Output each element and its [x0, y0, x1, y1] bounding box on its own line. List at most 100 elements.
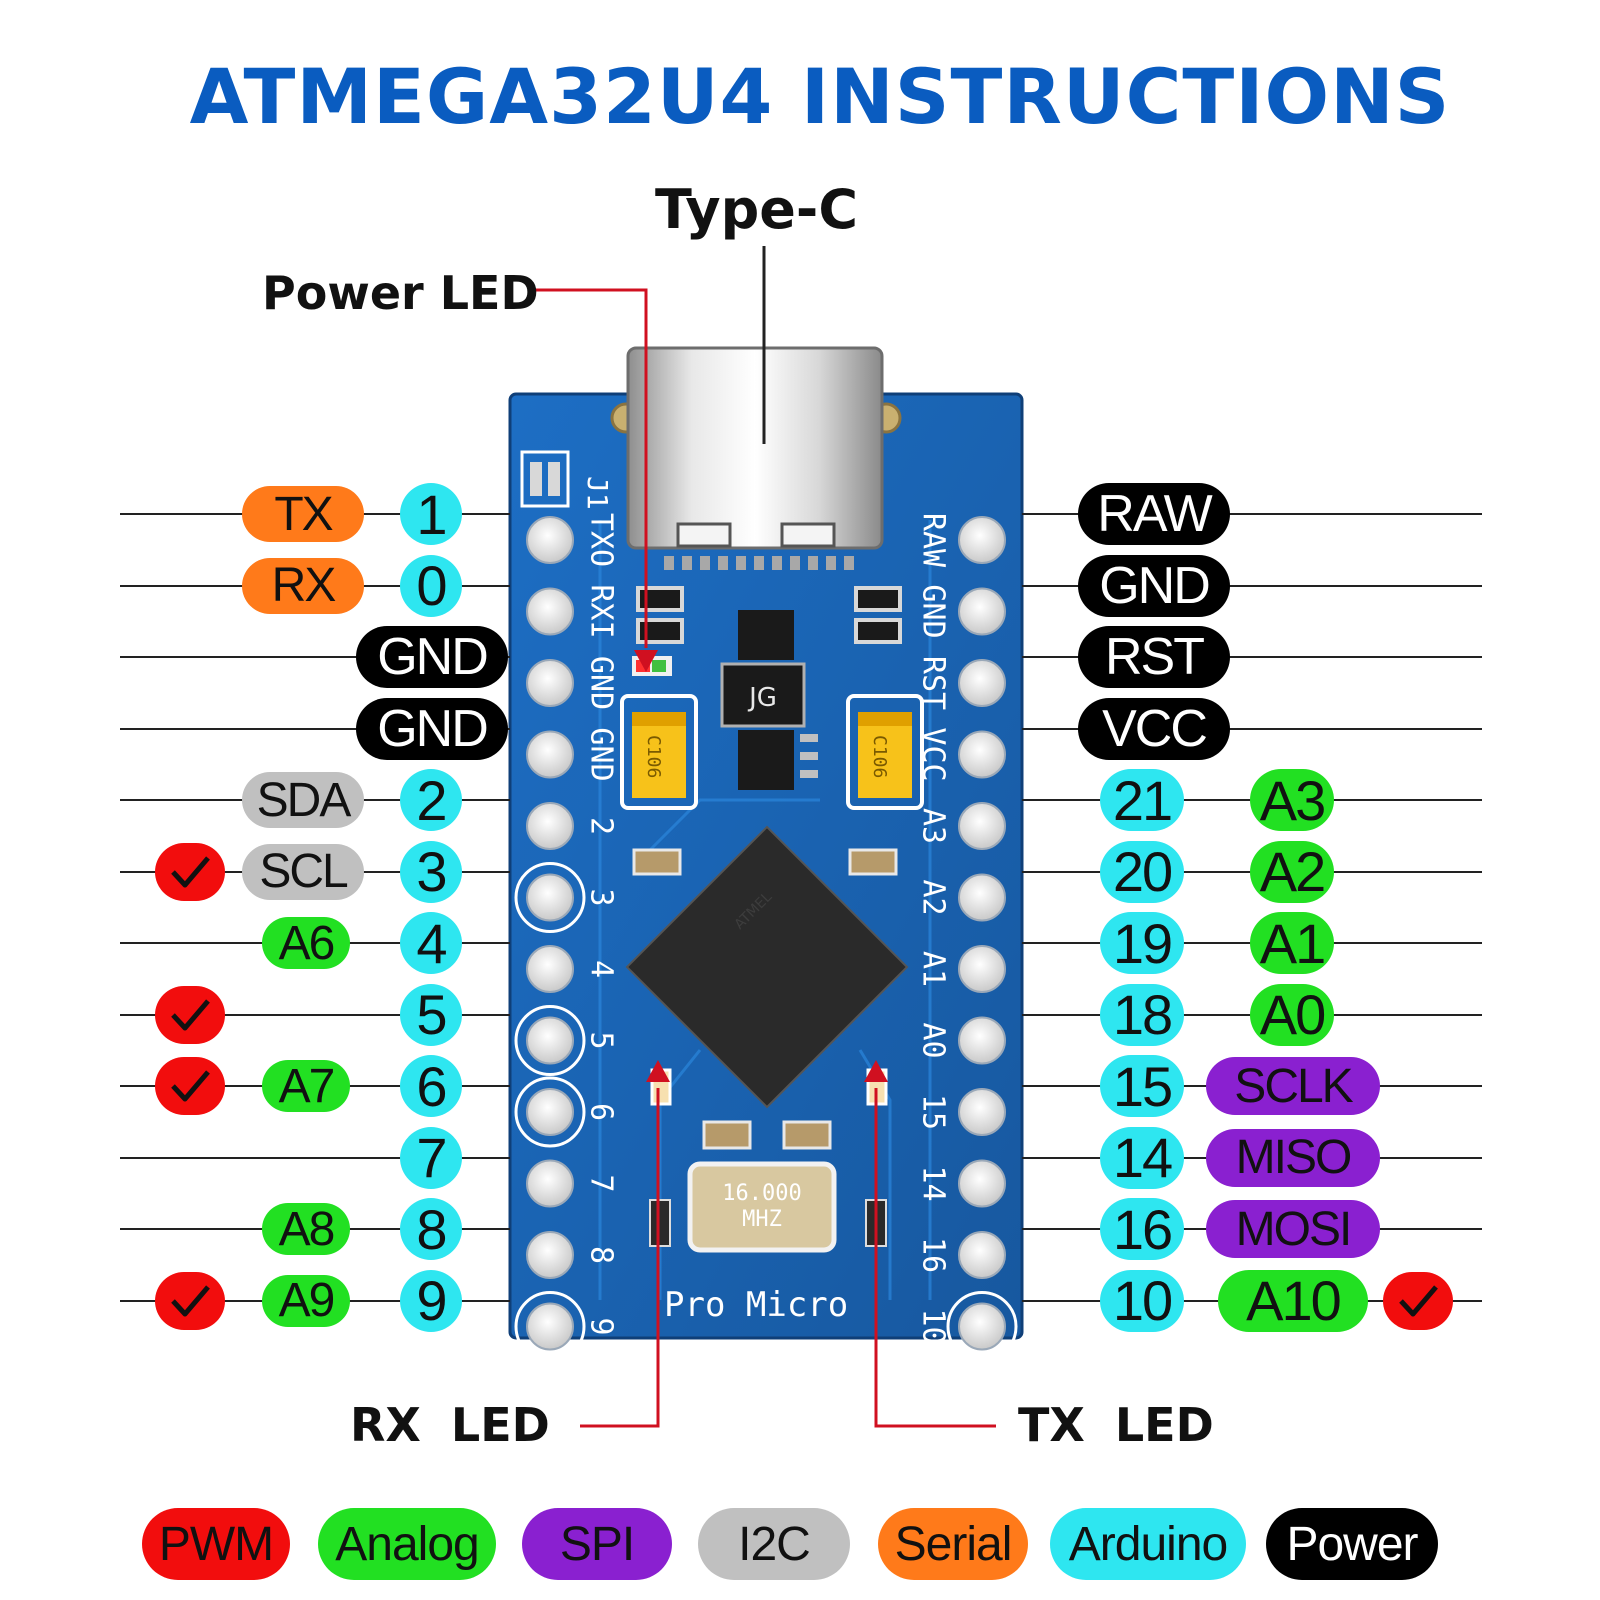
arduino-pin-16: 16	[1100, 1198, 1184, 1261]
spi-pin-label: SCLK	[1206, 1057, 1380, 1115]
analog-pin-label: A3	[1250, 769, 1334, 832]
silk-right-label: RST	[916, 656, 951, 710]
power-led-callout: Power LED	[262, 266, 539, 320]
silk-left-label: RXI	[584, 584, 619, 638]
analog-pin-label: A7	[262, 1060, 350, 1113]
type-c-callout: Type-C	[655, 178, 858, 241]
silk-right-label: 10	[916, 1308, 951, 1344]
analog-pin-label: A1	[1250, 912, 1334, 975]
spi-pin-label: MISO	[1206, 1128, 1380, 1187]
silk-left-label: 4	[584, 960, 619, 978]
silk-right-label: A2	[916, 879, 951, 915]
silk-left-label: GND	[584, 727, 619, 781]
silk-board-name: Pro Micro	[664, 1285, 848, 1325]
crystal-line1: 16.000	[722, 1181, 801, 1206]
right-pin-line	[1022, 656, 1482, 658]
silk-cap-right: C106	[869, 735, 890, 778]
silk-left-label: 7	[584, 1174, 619, 1192]
crystal-line2: MHZ	[742, 1207, 782, 1232]
arduino-pin-20: 20	[1100, 840, 1184, 903]
legend-serial: Serial	[878, 1508, 1028, 1580]
power-pin-label: GND	[356, 697, 508, 760]
capacitor-right	[858, 712, 912, 798]
silk-left-label: 8	[584, 1246, 619, 1264]
right-pin-line	[1022, 513, 1482, 515]
crystal	[687, 1161, 837, 1253]
arduino-pin-3: 3	[400, 840, 462, 903]
legend-power: Power	[1266, 1508, 1438, 1580]
analog-pin-label: A10	[1218, 1269, 1368, 1332]
arduino-pin-8: 8	[400, 1198, 462, 1261]
header-pad-left	[526, 1231, 574, 1279]
pwm-check-icon	[1383, 1271, 1453, 1330]
right-pin-line	[1022, 584, 1482, 587]
silk-cap-left: C106	[643, 735, 664, 778]
silk-left-label: 6	[584, 1103, 619, 1121]
silk-left-label: TXO	[584, 513, 619, 567]
pwm-check-icon	[155, 842, 225, 901]
header-pad-left-ring	[514, 1291, 586, 1362]
left-pin-line	[120, 656, 510, 658]
header-pad-left	[526, 1302, 574, 1351]
rx-led-callout: RX LED	[350, 1398, 550, 1452]
legend-spi: SPI	[522, 1508, 672, 1580]
silk-right-label: VCC	[916, 727, 951, 781]
legend-analog: Analog	[318, 1508, 496, 1580]
legend-arduino: Arduino	[1050, 1508, 1246, 1580]
header-pad-left	[526, 945, 574, 993]
silk-right-label: A0	[916, 1022, 951, 1058]
header-pad-left	[526, 1016, 574, 1065]
header-pad-right	[958, 1231, 1006, 1279]
header-pad-right	[958, 945, 1006, 993]
silk-left-label: 3	[584, 888, 619, 906]
silk-right-label: GND	[916, 584, 951, 638]
header-pad-right	[958, 1159, 1006, 1208]
i2c-pin-label: SDA	[242, 772, 364, 828]
left-pin-line	[120, 1013, 510, 1016]
power-pin-label: VCC	[1078, 697, 1230, 760]
arduino-pin-19: 19	[1100, 912, 1184, 975]
analog-pin-label: A8	[262, 1203, 350, 1256]
power-pin-label: GND	[356, 626, 508, 688]
serial-pin-label: RX	[242, 557, 364, 614]
silk-regulator: JG	[747, 683, 777, 713]
legend-i2c: I2C	[698, 1508, 850, 1580]
analog-pin-label: A6	[262, 917, 350, 970]
arduino-pin-21: 21	[1100, 769, 1184, 832]
analog-pin-label: A0	[1250, 983, 1334, 1046]
header-pad-right	[958, 873, 1006, 922]
header-pad-left	[526, 802, 574, 850]
usb-c-connector	[626, 346, 884, 550]
silk-j1: J1	[581, 476, 614, 510]
header-pad-left-ring	[514, 1005, 586, 1076]
spi-pin-label: MOSI	[1206, 1200, 1380, 1258]
header-pad-right	[958, 1302, 1006, 1351]
power-pin-label: GND	[1078, 554, 1230, 617]
arduino-pin-18: 18	[1100, 983, 1184, 1046]
header-pad-left-ring	[514, 862, 586, 933]
arduino-pin-9: 9	[400, 1269, 462, 1332]
header-pad-right-ring	[946, 1291, 1018, 1362]
arduino-pin-10: 10	[1100, 1269, 1184, 1332]
pwm-check-icon	[155, 985, 225, 1044]
legend-pwm: PWM	[142, 1508, 290, 1580]
arduino-pin-7: 7	[400, 1126, 462, 1189]
serial-pin-label: TX	[242, 486, 364, 542]
header-pad-left	[526, 1159, 574, 1208]
arduino-pin-0: 0	[400, 554, 462, 617]
legend: PWM Analog SPI I2C Serial Arduino Power	[142, 1508, 1462, 1580]
capacitor-left	[632, 712, 686, 798]
power-pin-label: RAW	[1078, 483, 1230, 545]
i2c-pin-label: SCL	[242, 843, 364, 900]
header-pad-left-ring	[514, 1076, 586, 1148]
header-pad-left	[526, 1088, 574, 1136]
arduino-pin-15: 15	[1100, 1055, 1184, 1118]
header-pad-right	[958, 659, 1006, 707]
header-pad-right	[958, 730, 1006, 779]
analog-pin-label: A9	[262, 1274, 350, 1327]
header-pad-left	[526, 873, 574, 922]
arduino-pin-6: 6	[400, 1055, 462, 1118]
silk-right-label: RAW	[916, 513, 951, 568]
silk-left-label: 5	[584, 1031, 619, 1049]
